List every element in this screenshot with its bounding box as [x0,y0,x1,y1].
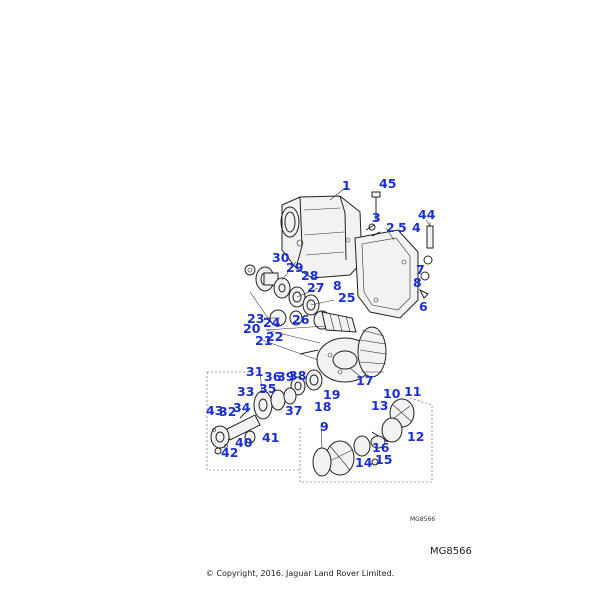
callout-28: 28 [301,268,318,283]
callout-31: 31 [246,364,263,379]
callout-20: 20 [243,321,261,336]
callout-42: 42 [221,445,238,460]
copyright-notice: © Copyright, 2016. Jaguar Land Rover Lim… [205,569,395,578]
callout-41: 41 [262,430,279,445]
callout-9: 9 [320,419,329,434]
callout-27: 27 [307,280,324,295]
callout-25: 25 [338,290,355,305]
callout-37: 37 [285,403,302,418]
callout-16: 16 [372,440,390,455]
callout-36: 36 [264,369,282,384]
differential-gear-set [299,397,433,483]
callout-labels: 1 45 3 2 5 44 4 7 8 6 30 29 28 27 8 25 2… [206,176,436,470]
diagram-ref-main: MG8566 [430,546,472,557]
callout-30: 30 [272,250,290,265]
callout-11: 11 [404,384,421,399]
callout-3: 3 [372,210,381,225]
callout-24: 24 [263,315,281,330]
callout-38: 38 [289,368,306,383]
callout-32: 32 [219,404,236,419]
output-shaft-assembly [206,371,300,471]
callout-26: 26 [292,312,310,327]
callout-7: 7 [416,262,425,277]
callout-43: 43 [206,403,223,418]
callout-6: 6 [419,299,428,314]
callout-14: 14 [355,455,373,470]
callout-12: 12 [407,429,424,444]
leader-lines [249,187,431,449]
pinion-bearing-stack [244,264,357,333]
callout-2: 2 [386,220,395,235]
callout-23: 23 [247,311,264,326]
callout-13: 13 [371,398,388,413]
callout-22: 22 [266,329,283,344]
callout-4: 4 [412,220,421,235]
callout-33: 33 [237,384,254,399]
callout-1: 1 [342,178,351,193]
side-bearings [290,369,323,396]
callout-5: 5 [398,220,407,235]
differential-housing [280,195,363,279]
callout-34: 34 [233,400,251,415]
crown-wheel-differential [299,326,387,383]
callout-39: 39 [277,369,294,384]
callout-10: 10 [383,386,401,401]
callout-45: 45 [379,176,396,191]
callout-18: 18 [314,399,331,414]
callout-19: 19 [323,387,340,402]
callout-29: 29 [286,260,303,275]
callout-35: 35 [259,381,276,396]
callout-40: 40 [235,435,253,450]
callout-17: 17 [356,373,373,388]
rear-cover [354,229,419,319]
callout-15: 15 [375,452,392,467]
callout-21: 21 [255,333,272,348]
diagram-ref-small: MG8566 [410,516,436,523]
callout-8b: 8 [333,278,342,293]
callout-8: 8 [413,275,422,290]
callout-44: 44 [418,207,436,222]
